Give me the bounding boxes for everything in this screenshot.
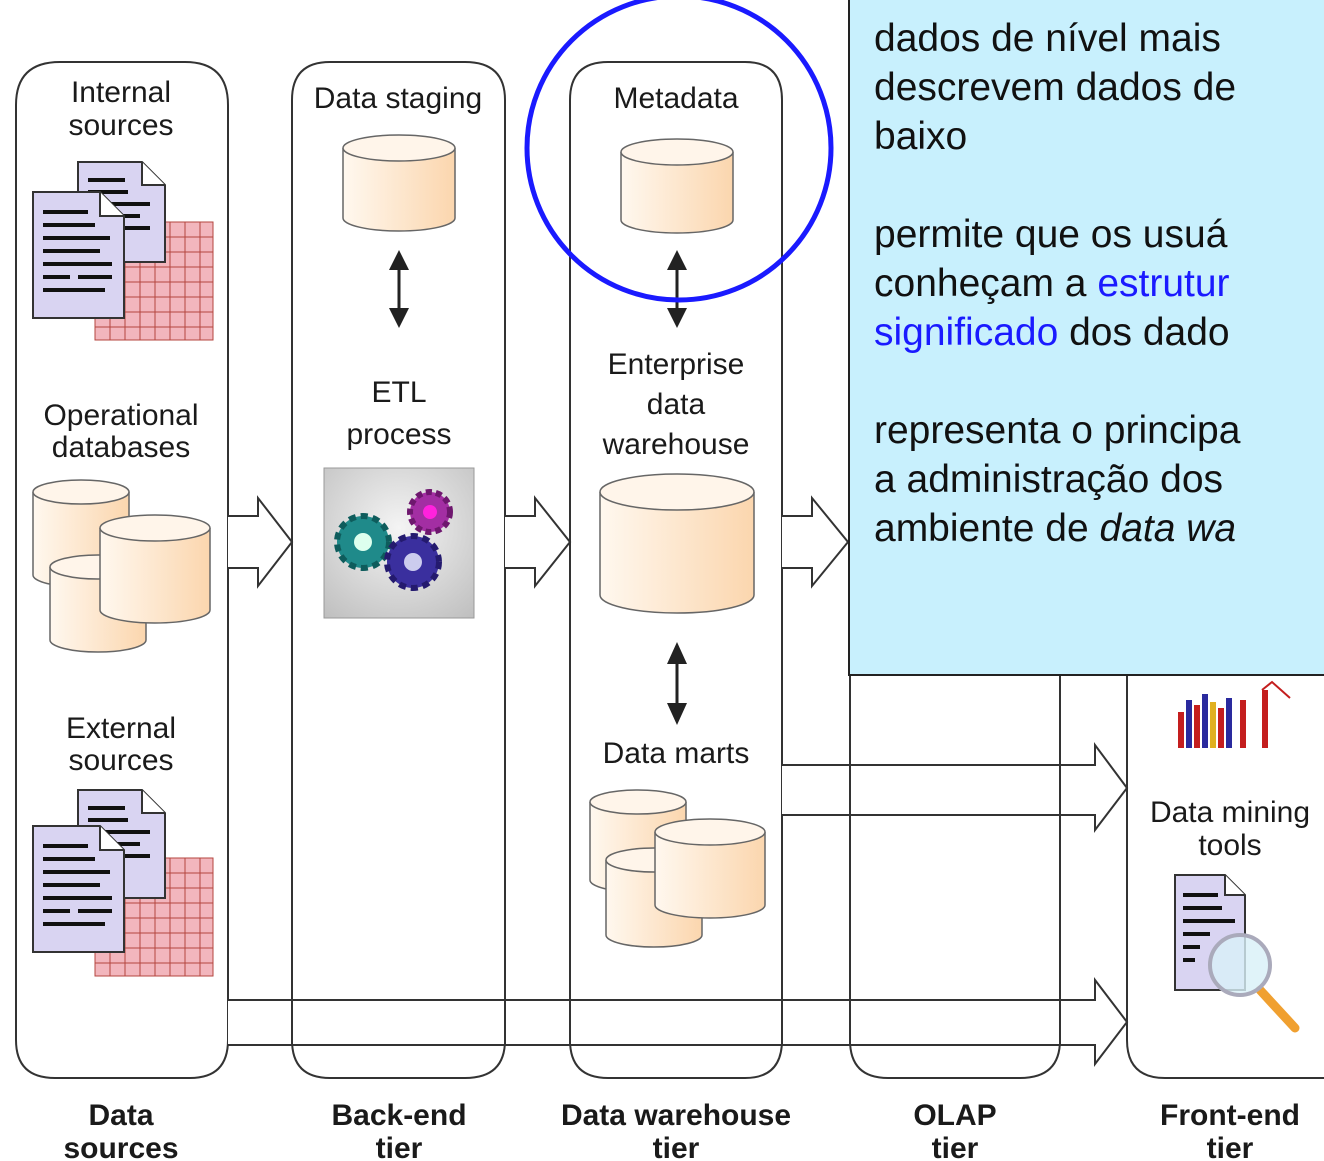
double-arrow-icon: [667, 642, 687, 725]
bar-chart-icon: [1175, 680, 1291, 748]
data-marts-cylinders-icon: [589, 789, 766, 948]
note-line: ambiente de: [874, 507, 1100, 550]
note-highlight: estrutur: [1097, 262, 1230, 305]
document-grid-icon: [32, 789, 214, 977]
label-internal-sources-1: Internal: [71, 76, 171, 109]
flow-arrow-1: [228, 495, 294, 589]
tier-olap-1: OLAP: [913, 1099, 996, 1132]
double-arrow-icon: [389, 250, 409, 328]
note-line: representa o principa: [874, 409, 1241, 452]
note-line: dos dado: [1058, 311, 1230, 354]
note-paragraph-2: permite que os usuá conheçam a estrutur …: [874, 210, 1324, 357]
tier-data-sources-1: Data: [88, 1099, 153, 1132]
warehouse-database-icon: [599, 473, 755, 614]
label-etl-1: ETL: [371, 376, 426, 409]
label-external-sources-2: sources: [68, 744, 173, 777]
label-external-sources-1: External: [66, 712, 176, 745]
panel-warehouse: [569, 61, 783, 1079]
label-edw-3: warehouse: [602, 428, 750, 461]
label-data-mining-1: Data mining: [1150, 796, 1310, 829]
note-highlight: significado: [874, 311, 1059, 354]
label-operational-2: databases: [52, 431, 190, 464]
double-arrow-icon: [667, 250, 687, 328]
tier-back-end-2: tier: [376, 1132, 423, 1161]
label-data-mining-2: tools: [1198, 829, 1261, 862]
tier-back-end-1: Back-end: [331, 1099, 466, 1132]
panel-front-end: [1126, 640, 1324, 1079]
note-line: descrevem dados de: [874, 66, 1237, 109]
document-magnifier-icon: [1174, 874, 1300, 1033]
note-line: baixo: [874, 115, 968, 158]
note-line: permite que os usuá: [874, 213, 1228, 256]
database-cylinders-icon: [32, 479, 211, 653]
panel-back-end: [291, 61, 506, 1079]
note-emphasis: data wa: [1099, 507, 1237, 550]
label-operational-1: Operational: [43, 399, 198, 432]
annotation-callout: dados de nível mais descrevem dados de b…: [848, 0, 1324, 676]
tier-front-end-2: tier: [1207, 1132, 1254, 1161]
flow-arrow-3: [782, 495, 850, 589]
label-metadata: Metadata: [613, 82, 738, 115]
gears-icon: [323, 467, 475, 619]
flow-arrow-marts: [782, 741, 1129, 833]
note-paragraph-3: representa o principa a administração do…: [874, 406, 1324, 553]
note-line: dados de nível mais: [874, 17, 1221, 60]
label-data-marts: Data marts: [603, 737, 750, 770]
tier-front-end-1: Front-end: [1160, 1099, 1300, 1132]
flow-arrow-sources: [228, 977, 1129, 1067]
panel-data-sources: [15, 61, 229, 1079]
label-edw-2: data: [647, 388, 706, 421]
highlight-circle: [524, 0, 834, 303]
staging-database-icon: [342, 134, 456, 232]
label-etl-2: process: [346, 418, 451, 451]
tier-warehouse-1: Data warehouse: [561, 1099, 791, 1132]
label-data-staging: Data staging: [314, 82, 482, 115]
flow-arrow-2: [505, 495, 572, 589]
note-paragraph-1: dados de nível mais descrevem dados de b…: [874, 14, 1324, 161]
label-edw-1: Enterprise: [608, 348, 745, 381]
document-grid-icon: [32, 161, 214, 341]
tier-warehouse-2: tier: [653, 1132, 700, 1161]
panel-olap: [849, 620, 1061, 1079]
tier-data-sources-2: sources: [63, 1132, 178, 1161]
note-line: a administração dos: [874, 458, 1224, 501]
note-line: conheçam a: [874, 262, 1098, 305]
label-internal-sources-2: sources: [68, 109, 173, 142]
metadata-database-icon: [620, 138, 734, 234]
tier-olap-2: tier: [932, 1132, 979, 1161]
